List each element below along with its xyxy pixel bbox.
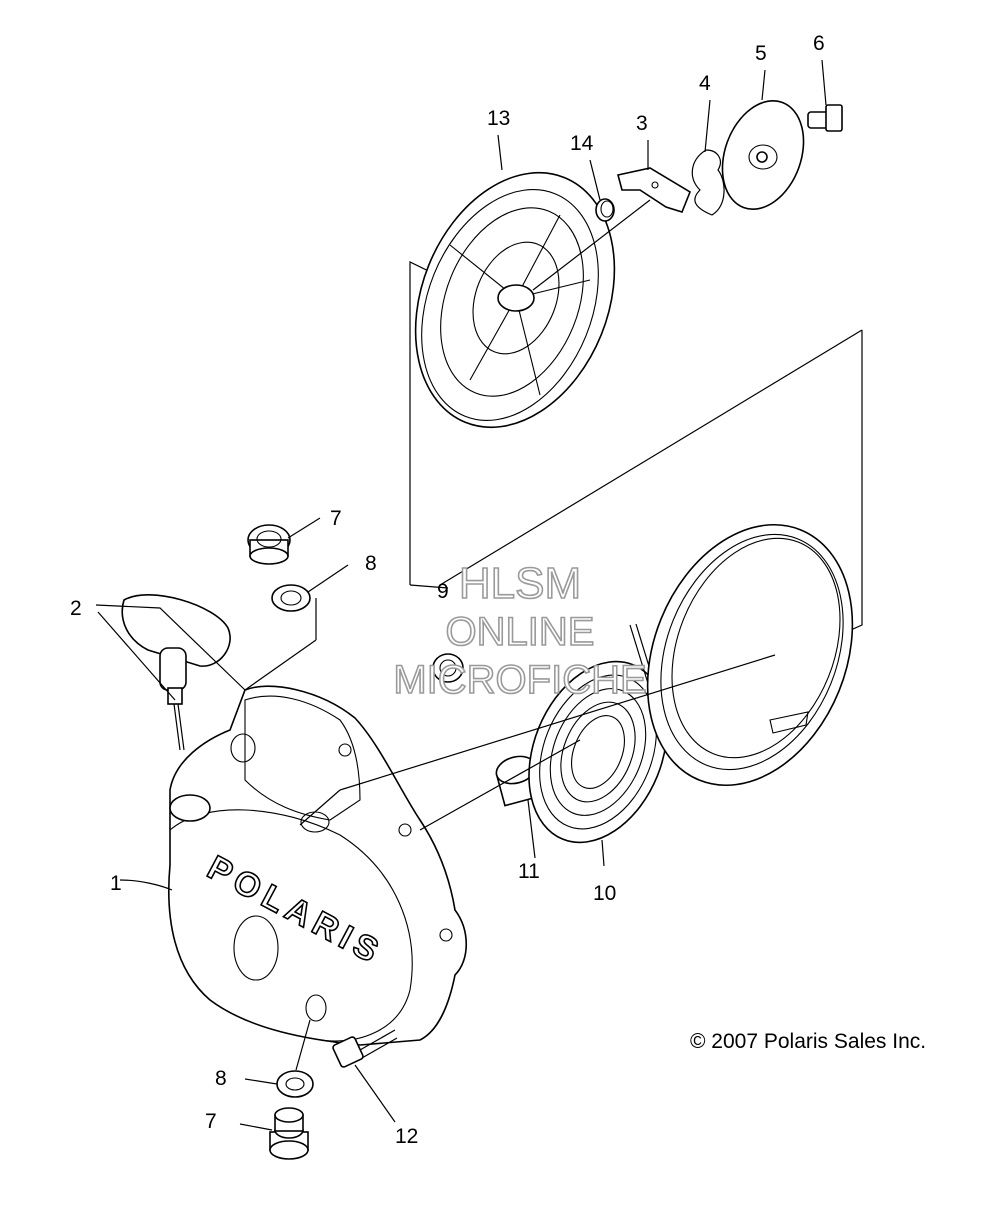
spring-case (646, 523, 854, 787)
part-13-reel (414, 171, 651, 429)
center-lines (299, 654, 776, 831)
part-9-bushing (432, 653, 464, 683)
watermark: HLSM ONLINE MICROFICHE (393, 558, 648, 703)
callout-14: 14 (570, 132, 594, 155)
callout-4: 4 (699, 72, 711, 95)
part-5-plate (721, 99, 805, 211)
part-14-spring (595, 198, 615, 222)
part-3-ratchet (617, 167, 691, 213)
callout-labels: 1 2 3 4 5 6 7 7 8 8 9 10 11 12 13 14 (70, 32, 825, 1148)
callout-13: 13 (487, 107, 510, 130)
part-7-plug-upper (247, 524, 291, 565)
callout-2: 2 (70, 597, 82, 620)
callout-3: 3 (636, 112, 648, 135)
part-6-bolt (807, 104, 843, 132)
callout-8-upper: 8 (365, 552, 377, 575)
callout-8-lower: 8 (215, 1067, 227, 1090)
callout-12: 12 (395, 1125, 418, 1148)
callout-7-upper: 7 (330, 507, 342, 530)
part-8-washer-upper (271, 584, 311, 612)
callout-1: 1 (110, 872, 122, 895)
part-4-friction-spring (691, 149, 725, 216)
callout-6: 6 (813, 32, 825, 55)
watermark-line-3: MICROFICHE (393, 658, 646, 702)
part-1-housing: POLARIS (167, 685, 467, 1046)
watermark-line-1: HLSM (459, 559, 581, 608)
callout-9: 9 (437, 580, 449, 603)
part-7-plug-lower (269, 1107, 309, 1160)
part-8-washer-lower (276, 1070, 314, 1098)
callout-11: 11 (518, 860, 540, 883)
callout-7-lower: 7 (205, 1110, 217, 1133)
part-2-handle-rope (121, 594, 231, 751)
callout-leaders (95, 59, 827, 1131)
callout-5: 5 (755, 42, 767, 65)
copyright-text: © 2007 Polaris Sales Inc. (690, 1030, 926, 1053)
watermark-line-2: ONLINE (446, 610, 595, 654)
part-12-bolt (332, 1029, 398, 1068)
callout-10: 10 (593, 882, 616, 905)
